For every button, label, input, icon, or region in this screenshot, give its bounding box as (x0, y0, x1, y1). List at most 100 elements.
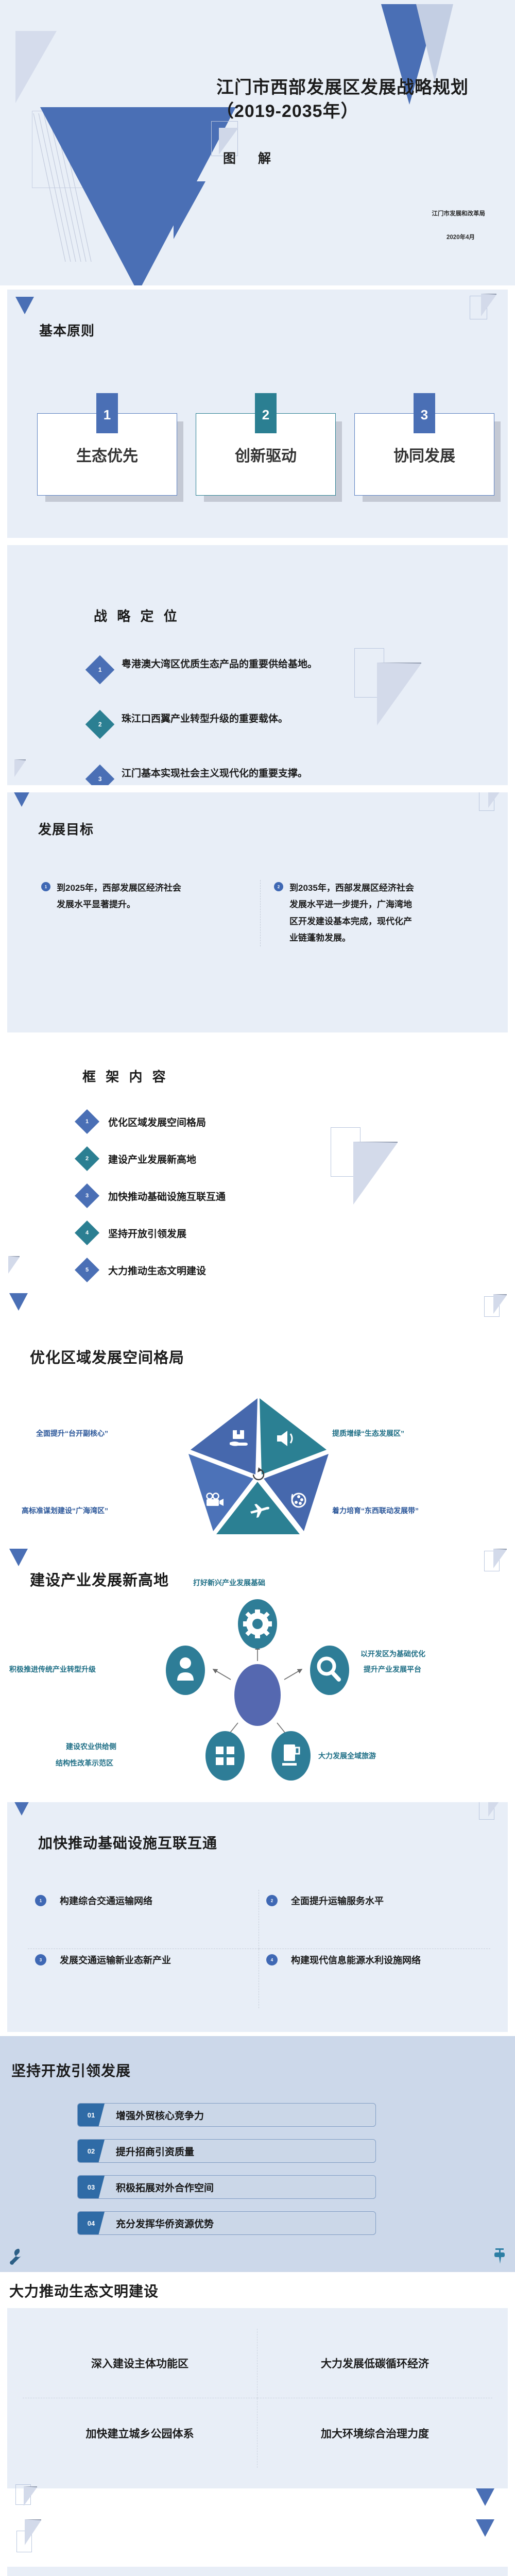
hub-label-bottom-left-1: 建设农业供给侧 (66, 1742, 116, 1751)
framework-item-2[interactable]: 2 建设产业发展新高地 (74, 1146, 235, 1172)
decor-paper-triangle (353, 1142, 398, 1205)
principle-label-1: 生态优先 (76, 448, 138, 465)
item-text-2: 全面提升运输服务水平 (291, 1896, 384, 1906)
goal-text-1: 到2025年，西部发展区经济社会发展水平显著提升。 (57, 883, 181, 910)
cup-icon (282, 1744, 300, 1766)
ecology-item-3[interactable]: 加快建立城乡公园体系 (23, 2398, 258, 2468)
film-reel-icon (291, 1493, 306, 1508)
slide-opening-development: 坚持开放引领发展 01 增强外贸核心竞争力 02 提升招商引资质量 03 积极拓… (0, 2036, 515, 2273)
hub-node-bottom-left (205, 1731, 245, 1781)
decor-triangle-bottom (174, 181, 205, 239)
item-number-4: 04 (78, 2212, 105, 2234)
decor-paper-fold (211, 121, 238, 156)
item-number-3: 3 (35, 1954, 46, 1965)
hub-label-right-1: 以开发区为基础优化 (360, 1650, 425, 1658)
principle-number-1: 1 (96, 393, 118, 433)
item-number-2: 2 (266, 1895, 278, 1906)
decor-triangle-right-light (416, 4, 453, 81)
principle-label-3: 协同发展 (393, 448, 455, 465)
infrastructure-item-1[interactable]: 1 构建综合交通运输网络 (28, 1890, 259, 1949)
position-text-2: 珠江口西翼产业转型升级的重要载体。 (122, 714, 288, 724)
diamond-marker-4: 4 (74, 1220, 100, 1246)
decor-arrow-marker (15, 297, 34, 314)
decor-paper-triangle (24, 2486, 37, 2506)
principle-card-3[interactable]: 3 协同发展 (354, 393, 494, 496)
decor-arrow-marker (476, 2519, 494, 2537)
decor-arrow-marker (9, 1549, 28, 1566)
item-text-4: 加大环境综合治理力度 (321, 2428, 429, 2440)
position-text-1: 粤港澳大湾区优质生态产品的重要供给基地。 (122, 659, 318, 670)
framework-item-3[interactable]: 3 加快推动基础设施互联互通 (74, 1183, 235, 1209)
hub-node-right (310, 1646, 349, 1695)
decor-triangle-left (15, 31, 57, 103)
opening-item-4[interactable]: 04 充分发挥华侨资源优势 (77, 2211, 376, 2235)
principles-card-row: 1 生态优先 2 创新驱动 3 协同发展 (37, 393, 494, 496)
airplane-icon (250, 1504, 269, 1518)
position-list: 1 粤港澳大湾区优质生态产品的重要供给基地。 2 珠江口西翼产业转型升级的重要载… (85, 655, 409, 785)
ecology-item-2[interactable]: 大力发展低碳循环经济 (258, 2329, 492, 2398)
diamond-marker-3: 3 (74, 1183, 100, 1209)
item-text-4: 充分发挥华侨资源优势 (116, 2218, 214, 2230)
ecology-grid: 深入建设主体功能区 大力发展低碳循环经济 加快建立城乡公园体系 加大环境综合治理… (7, 2308, 508, 2488)
goals-grid: 1 到2025年，西部发展区经济社会发展水平显著提升。 2 到2035年，西部发… (28, 880, 492, 947)
item-text-3: 积极拓展对外合作空间 (116, 2182, 214, 2194)
slide-development-goals: 发展目标 1 到2025年，西部发展区经济社会发展水平显著提升。 2 到2035… (0, 789, 515, 1037)
pentagon-wedge-right (264, 1454, 329, 1531)
item-text-1: 构建综合交通运输网络 (60, 1896, 152, 1906)
principle-card-1[interactable]: 1 生态优先 (37, 393, 177, 496)
infrastructure-item-3[interactable]: 3 发展交通运输新业态新产业 (28, 1949, 259, 2008)
ecology-item-4[interactable]: 加大环境综合治理力度 (258, 2398, 492, 2468)
framework-item-5[interactable]: 5 大力推动生态文明建设 (74, 1257, 235, 1283)
opening-item-3[interactable]: 03 积极拓展对外合作空间 (77, 2175, 376, 2199)
framework-item-1[interactable]: 1 优化区域发展空间格局 (74, 1109, 235, 1134)
pentagon-label-3: 着力培育“东西联动发展带” (332, 1506, 419, 1515)
page-title: 大力推动生态文明建设 (9, 2283, 159, 2299)
infrastructure-item-2[interactable]: 2 全面提升运输服务水平 (259, 1890, 490, 1949)
goal-column-1[interactable]: 1 到2025年，西部发展区经济社会发展水平显著提升。 (28, 880, 260, 946)
decor-paper-triangle-small (8, 1256, 20, 1274)
decor-paper-triangle (493, 1549, 507, 1568)
framework-text-4: 坚持开放引领发展 (108, 1228, 187, 1240)
position-item-3[interactable]: 3 江门基本实现社会主义现代化的重要支撑。 (85, 764, 409, 785)
hub-svg (166, 1599, 349, 1781)
page-title: 加快推动基础设施互联互通 (38, 1835, 218, 1851)
position-item-1[interactable]: 1 粤港澳大湾区优质生态产品的重要供给基地。 (85, 655, 409, 685)
pentagon-wedge-left (188, 1454, 253, 1531)
slide-framework: 框 架 内 容 1 优化区域发展空间格局 2 建设产业发展新高地 3 加快推动基… (0, 1037, 515, 1284)
decor-arrow-marker (476, 2488, 494, 2506)
pentagon-label-2: 提质增绿“生态发展区” (332, 1429, 404, 1437)
reform-panel: 深化体制机制改革 和政策创新 深化行政管理体制改革 积极推进投 (7, 2567, 508, 2576)
goal-number-2: 2 (274, 882, 283, 891)
item-text-1: 增强外贸核心竞争力 (116, 2110, 204, 2122)
principle-card-2[interactable]: 2 创新驱动 (196, 393, 336, 496)
pentagon-label-1: 全面提升“台开副核心” (36, 1429, 108, 1437)
decor-paper-triangle (488, 1802, 502, 1817)
diamond-marker-1: 1 (74, 1109, 100, 1134)
opening-item-2[interactable]: 02 提升招商引资质量 (77, 2139, 376, 2163)
item-number-2: 02 (78, 2140, 105, 2162)
item-text-3: 发展交通运输新业态新产业 (60, 1955, 171, 1965)
opening-item-1[interactable]: 01 增强外贸核心竞争力 (77, 2103, 376, 2127)
pentagon-label-4: 高标准谋划建设“广海湾区” (22, 1506, 108, 1515)
cover-subtitle: 图 解 (223, 151, 276, 166)
item-text-4: 构建现代信息能源水利设施网络 (291, 1955, 421, 1965)
infrastructure-item-4[interactable]: 4 构建现代信息能源水利设施网络 (259, 1949, 490, 2008)
position-text-3: 江门基本实现社会主义现代化的重要支撑。 (122, 768, 308, 779)
decor-arrow-marker (9, 1293, 28, 1311)
hub-label-top: 打好新兴产业发展基础 (193, 1579, 265, 1587)
framework-item-4[interactable]: 4 坚持开放引领发展 (74, 1220, 235, 1246)
decor-paper-triangle (488, 792, 502, 808)
page-title: 建设产业发展新高地 (30, 1572, 169, 1589)
diamond-marker-2: 2 (74, 1146, 100, 1172)
cover-date: 2020年4月 (447, 234, 475, 241)
search-icon (317, 1656, 341, 1682)
item-text-2: 提升招商引资质量 (116, 2146, 195, 2158)
goal-column-2[interactable]: 2 到2035年，西部发展区经济社会发展水平进一步提升，广海湾地区开发建设基本完… (260, 880, 492, 947)
slide-infrastructure: 加快推动基础设施互联互通 1 构建综合交通运输网络 2 全面提升运输服务水平 3… (0, 1799, 515, 2036)
framework-text-2: 建设产业发展新高地 (108, 1154, 197, 1165)
ecology-item-1[interactable]: 深入建设主体功能区 (23, 2329, 258, 2398)
industry-hub-diagram: 打好新兴产业发展基础 以开发区为基础优化 提升产业发展平台 大力发展全域旅游 建… (0, 1578, 515, 1794)
item-number-3: 03 (78, 2176, 105, 2198)
position-item-2[interactable]: 2 珠江口西翼产业转型升级的重要载体。 (85, 709, 409, 739)
cover-organization: 江门市发展和改革局 (432, 211, 486, 217)
